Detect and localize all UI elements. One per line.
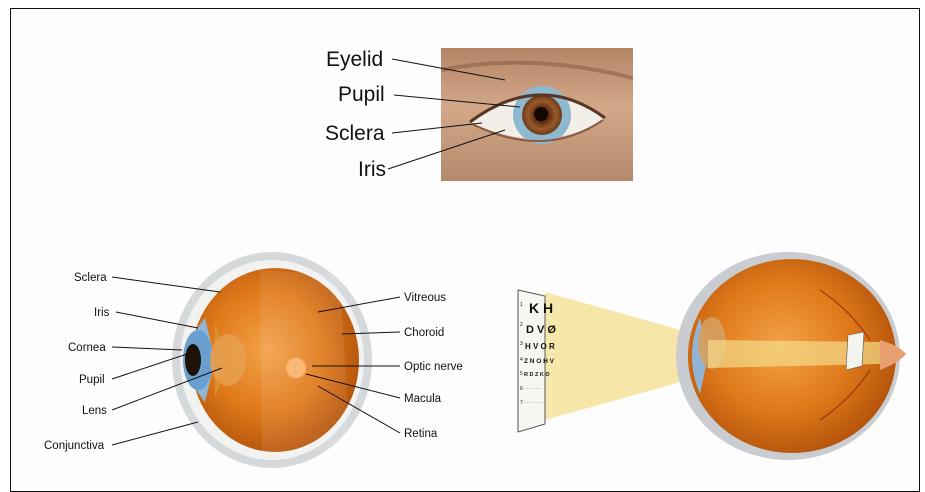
chart-row-6: · · · · · · (524, 386, 541, 392)
label-vitreous: Vitreous (404, 292, 446, 304)
chart-row-5: R D Z K O (524, 372, 550, 378)
leader-conjunctiva (112, 422, 198, 445)
label-iris-top: Iris (358, 158, 386, 181)
label-conjunctiva: Conjunctiva (44, 440, 105, 452)
svg-text:7: 7 (520, 400, 523, 406)
eye-photo (441, 48, 633, 181)
svg-text:3: 3 (520, 341, 523, 347)
label-pupil: Pupil (79, 374, 105, 386)
label-cornea: Cornea (68, 342, 106, 354)
svg-text:6: 6 (520, 386, 523, 392)
label-choroid: Choroid (404, 327, 444, 339)
label-optic-nerve: Optic nerve (404, 361, 463, 373)
label-lens: Lens (82, 405, 107, 417)
label-macula: Macula (404, 393, 442, 405)
svg-text:2: 2 (520, 322, 523, 328)
svg-text:1: 1 (520, 302, 523, 308)
label-eyelid: Eyelid (326, 48, 383, 71)
label-pupil: Pupil (338, 83, 385, 106)
label-sclera-top: Sclera (325, 122, 385, 145)
chart-row-1: K H (529, 300, 553, 316)
chart-row-3: H V O R (525, 342, 555, 351)
side-eyeball (676, 252, 906, 460)
label-sclera: Sclera (74, 272, 107, 284)
label-retina: Retina (404, 428, 438, 440)
chart-row-4: Z N O H V (524, 358, 555, 365)
svg-text:4: 4 (520, 357, 523, 363)
eye-cross-section (172, 252, 372, 468)
chart-row-2: D V Ø (526, 324, 556, 336)
label-iris: Iris (94, 307, 110, 319)
vision-diagram: 1 K H 2 D V Ø 3 H V O R 4 Z N O H V 5 R … (518, 252, 906, 460)
chart-row-7: · · · · · · · (524, 400, 544, 406)
leader-cornea (112, 347, 182, 350)
svg-text:5: 5 (520, 371, 523, 377)
